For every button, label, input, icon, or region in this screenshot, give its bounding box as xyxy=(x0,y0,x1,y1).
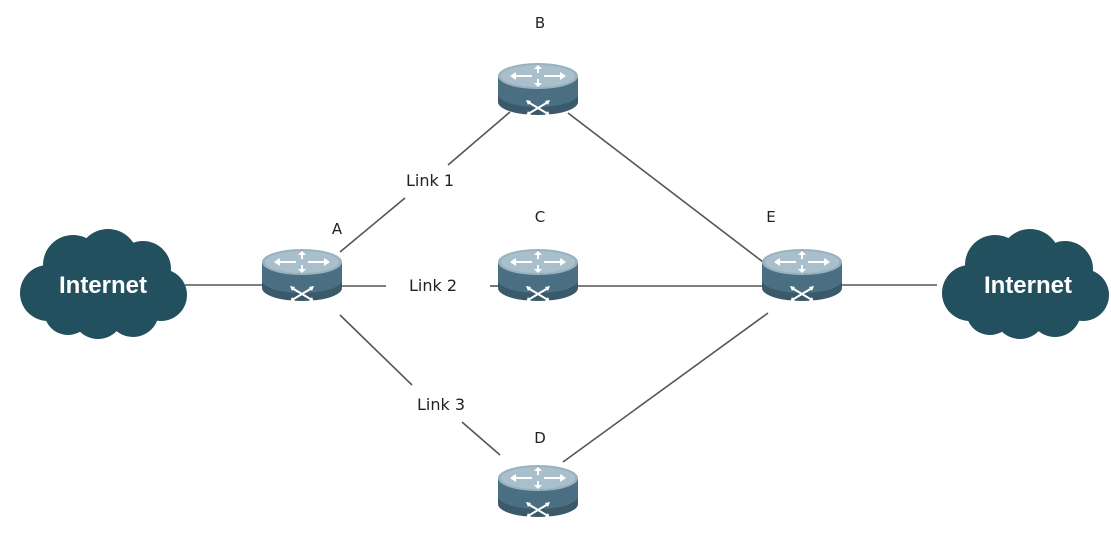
router-icon xyxy=(498,63,578,116)
router-icon xyxy=(762,249,842,302)
router-icon xyxy=(262,249,342,302)
link-d-e xyxy=(563,313,768,462)
node-label-c: C xyxy=(535,208,545,226)
link-1-label-to-b xyxy=(448,112,510,165)
link-3-label-to-d xyxy=(462,422,500,455)
link-b-e xyxy=(568,113,763,262)
router-icon xyxy=(498,465,578,518)
link-label-3: Link 3 xyxy=(417,395,465,414)
node-label-a: A xyxy=(332,220,343,238)
link-label-1: Link 1 xyxy=(406,171,454,190)
router-a xyxy=(262,249,342,302)
router-b xyxy=(498,63,578,116)
link-3-a-to-label xyxy=(340,315,412,385)
router-c xyxy=(498,249,578,302)
router-e xyxy=(762,249,842,302)
node-label-e: E xyxy=(766,208,775,226)
node-label-d: D xyxy=(534,429,546,447)
router-icon xyxy=(498,249,578,302)
link-1-a-to-label xyxy=(340,198,405,252)
internet-cloud-right-label: Internet xyxy=(984,272,1072,299)
link-label-2: Link 2 xyxy=(409,276,457,295)
node-label-b: B xyxy=(535,14,545,32)
router-d xyxy=(498,465,578,518)
internet-cloud-left-label: Internet xyxy=(59,272,147,299)
